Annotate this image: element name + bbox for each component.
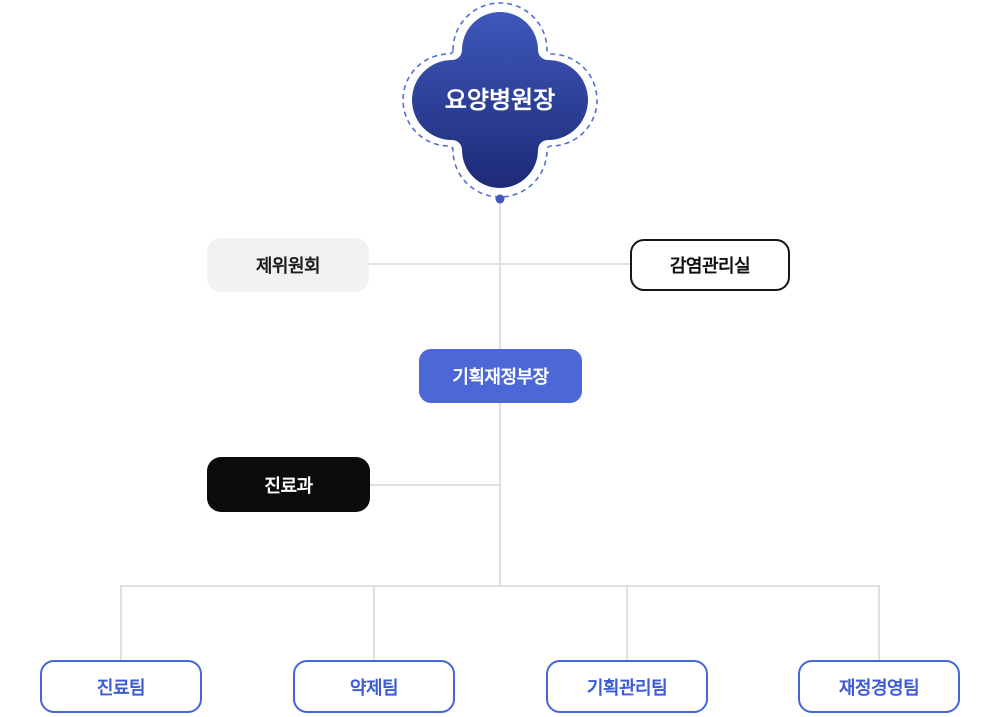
node-medical-department-label: 진료과 [264, 475, 313, 496]
hospital-cross-icon: 요양병원장 [402, 2, 598, 204]
node-committee: 제위원회 [207, 238, 369, 292]
node-team-planning-management: 기획관리팀 [546, 660, 708, 713]
hospital-cross-badge: 요양병원장 [400, 0, 600, 206]
node-infection-control-label: 감염관리실 [669, 256, 751, 276]
node-committee-label: 제위원회 [255, 256, 321, 276]
node-team-medical-label: 진료팀 [96, 677, 146, 698]
root-node-label: 요양병원장 [445, 87, 555, 114]
cross-dashed-outline [402, 2, 598, 198]
node-infection-control: 감염관리실 [630, 239, 790, 291]
connector-drop-team-2 [373, 585, 375, 661]
node-team-planning-management-label: 기획관리팀 [586, 677, 668, 698]
connector-line-teams-horizontal [120, 585, 880, 587]
connector-drop-team-4 [878, 585, 880, 661]
node-medical-department: 진료과 [207, 457, 370, 512]
cross-shape [412, 12, 588, 188]
connector-line-level1 [369, 263, 630, 265]
connector-drop-team-1 [120, 585, 122, 661]
node-team-finance-management-label: 재정경영팀 [838, 677, 920, 698]
connector-drop-team-3 [626, 585, 628, 661]
node-team-pharmacy-label: 약제팀 [349, 677, 399, 698]
connector-dot [495, 194, 505, 204]
node-team-pharmacy: 약제팀 [293, 660, 455, 713]
node-planning-finance-director: 기획재정부장 [419, 349, 582, 403]
node-team-finance-management: 재정경영팀 [798, 660, 960, 713]
connector-line-medical-dept [370, 484, 500, 486]
node-team-medical: 진료팀 [40, 660, 202, 713]
node-planning-finance-label: 기획재정부장 [452, 367, 549, 387]
